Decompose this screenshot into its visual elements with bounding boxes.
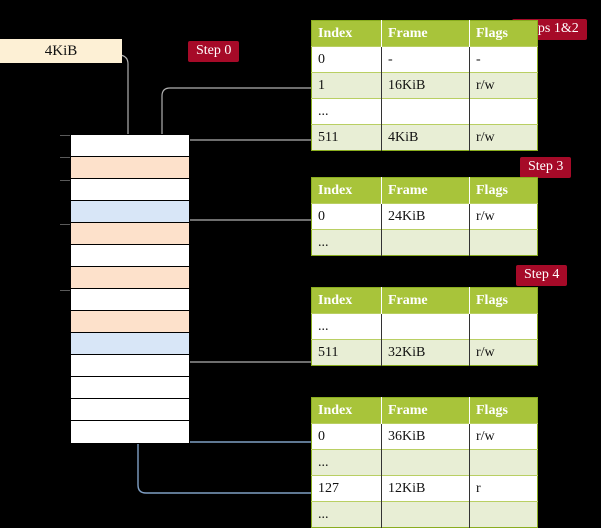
cell-index: ... (311, 313, 382, 340)
memory-frame-row (71, 377, 189, 399)
column-header-flags: Flags (469, 177, 538, 204)
cell-index: ... (311, 449, 382, 476)
memory-tick (60, 180, 71, 181)
memory-frame-row (71, 333, 189, 355)
cell-flags (469, 501, 538, 528)
cell-flags: r/w (469, 72, 538, 99)
cell-flags (469, 449, 538, 476)
column-header-frame: Frame (381, 177, 470, 204)
column-header-frame: Frame (381, 397, 470, 424)
memory-tick (60, 290, 71, 291)
column-header-frame: Frame (381, 287, 470, 314)
column-header-index: Index (311, 20, 382, 47)
cell-index: ... (311, 98, 382, 125)
cell-frame: 12KiB (381, 475, 470, 502)
cell-frame (381, 313, 470, 340)
cell-index: 511 (311, 339, 382, 366)
cell-frame: 16KiB (381, 72, 470, 99)
table-header-row: Index Frame Flags (311, 20, 538, 47)
table-row[interactable]: ... (311, 501, 538, 528)
memory-frame-row (71, 201, 189, 223)
column-header-flags: Flags (469, 397, 538, 424)
cell-flags (469, 313, 538, 340)
cell-frame (381, 229, 470, 256)
cell-frame: 24KiB (381, 203, 470, 230)
memory-frame-row (71, 223, 189, 245)
column-header-flags: Flags (469, 20, 538, 47)
table-row[interactable]: ... (311, 313, 538, 340)
cell-frame: 32KiB (381, 339, 470, 366)
badge-step-4: Step 4 (516, 265, 568, 286)
cell-frame: - (381, 46, 470, 73)
cell-flags: r/w (469, 339, 538, 366)
cell-index: 1 (311, 72, 382, 99)
memory-tick (60, 135, 71, 136)
memory-tick (60, 224, 71, 225)
cell-frame (381, 501, 470, 528)
cell-index: 0 (311, 46, 382, 73)
memory-frame-row (71, 267, 189, 289)
column-header-index: Index (311, 287, 382, 314)
table-header-row: Index Frame Flags (311, 177, 538, 204)
cell-flags: - (469, 46, 538, 73)
memory-frame-row (71, 355, 189, 377)
column-header-index: Index (311, 177, 382, 204)
memory-frame-row (71, 179, 189, 201)
table-row[interactable]: ... (311, 449, 538, 476)
cell-frame (381, 449, 470, 476)
cell-flags: r/w (469, 423, 538, 450)
cell-index: 127 (311, 475, 382, 502)
cell-index: 511 (311, 124, 382, 151)
memory-frame-row (71, 399, 189, 421)
cell-flags: r (469, 475, 538, 502)
column-header-flags: Flags (469, 287, 538, 314)
cell-flags (469, 229, 538, 256)
cell-flags: r/w (469, 124, 538, 151)
source-frame-box: 4KiB (0, 39, 122, 63)
table-row[interactable]: ... (311, 229, 538, 256)
cell-frame: 4KiB (381, 124, 470, 151)
table-header-row: Index Frame Flags (311, 397, 538, 424)
memory-tick (60, 157, 71, 158)
badge-step-0: Step 0 (188, 41, 240, 62)
cell-flags: r/w (469, 203, 538, 230)
cell-index: ... (311, 501, 382, 528)
column-header-index: Index (311, 397, 382, 424)
memory-frame-row (71, 245, 189, 267)
physical-memory-column (70, 134, 190, 444)
cell-index: 0 (311, 203, 382, 230)
memory-frame-row (71, 135, 189, 157)
cell-frame (381, 98, 470, 125)
cell-frame: 36KiB (381, 423, 470, 450)
cell-index: 0 (311, 423, 382, 450)
memory-frame-row (71, 157, 189, 179)
memory-frame-row (71, 421, 189, 443)
table-row[interactable]: ... (311, 98, 538, 125)
cell-flags (469, 98, 538, 125)
cell-index: ... (311, 229, 382, 256)
badge-step-3: Step 3 (520, 157, 572, 178)
memory-frame-row (71, 289, 189, 311)
memory-frame-row (71, 311, 189, 333)
table-row[interactable]: 0-- (311, 46, 538, 73)
column-header-frame: Frame (381, 20, 470, 47)
table-header-row: Index Frame Flags (311, 287, 538, 314)
